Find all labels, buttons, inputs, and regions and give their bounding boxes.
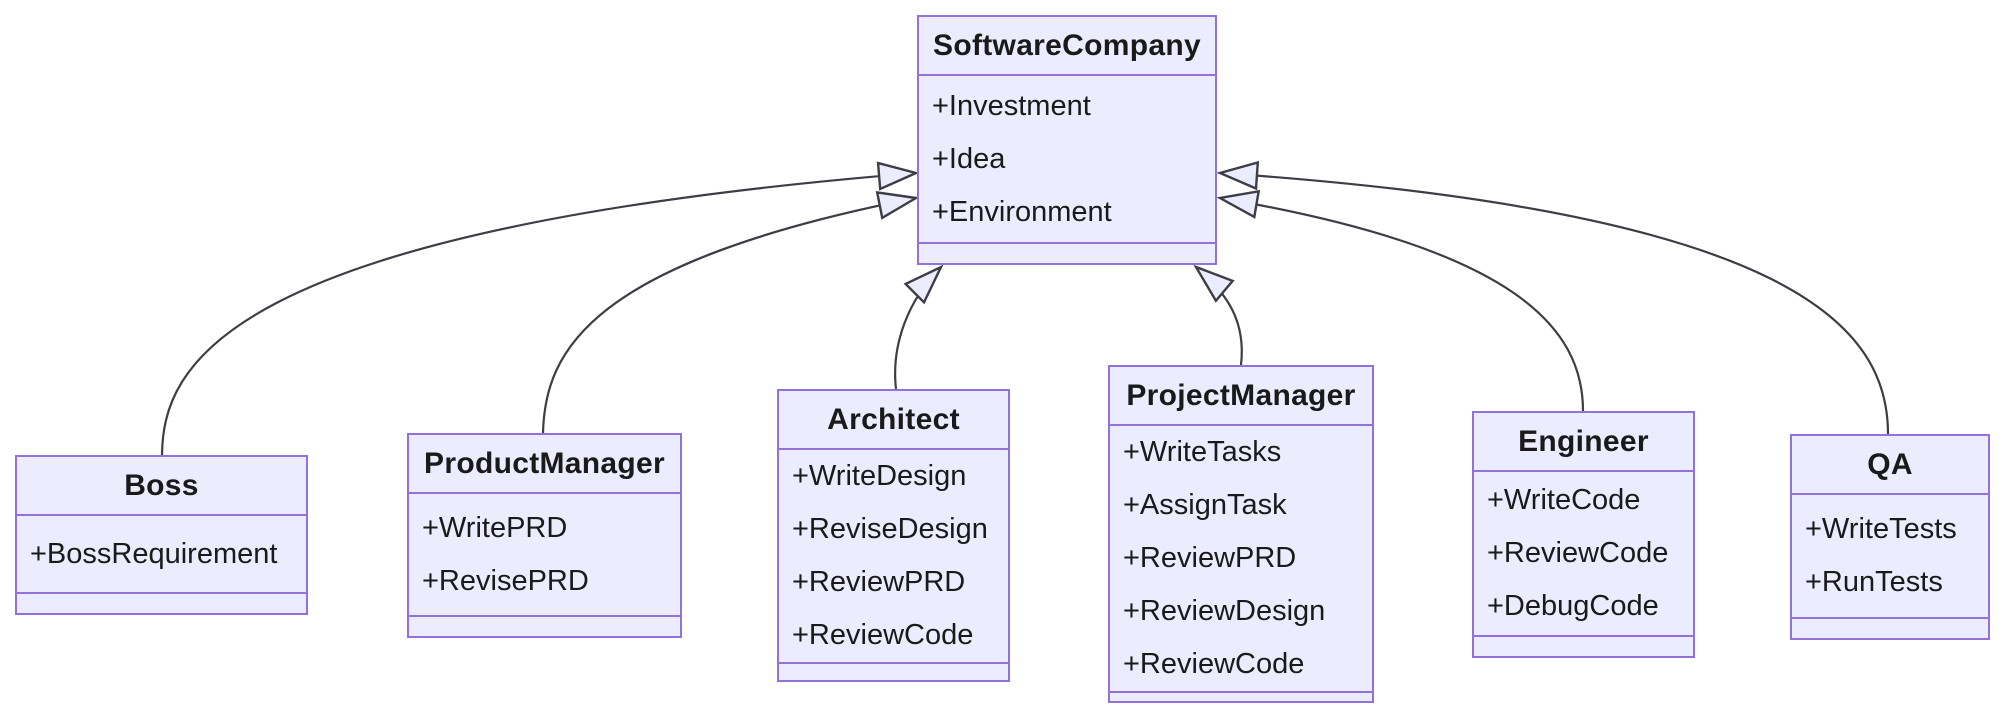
class-member: +RunTests xyxy=(1805,566,1943,598)
class-member: +RevisePRD xyxy=(422,564,589,597)
class-member: +ReviewCode xyxy=(1123,648,1305,680)
class-members: +WriteDesign +ReviseDesign +ReviewPRD +R… xyxy=(779,450,1008,664)
class-members: +WriteCode +ReviewCode +DebugCode xyxy=(1474,472,1693,637)
class-title: ProductManager xyxy=(409,435,680,494)
class-title: Engineer xyxy=(1474,413,1693,472)
class-member: +ReviewCode xyxy=(792,619,974,651)
class-methods-empty xyxy=(17,594,306,613)
class-node-qa: QA +WriteTests +RunTests xyxy=(1790,434,1990,640)
class-member: +Environment xyxy=(932,195,1112,228)
class-members: +Investment +Idea +Environment xyxy=(919,76,1215,244)
class-methods-empty xyxy=(1110,693,1372,712)
class-methods-empty xyxy=(1474,637,1693,656)
class-methods-empty xyxy=(919,244,1215,263)
class-member: +ReviewCode xyxy=(1487,537,1669,569)
class-title: SoftwareCompany xyxy=(919,17,1215,76)
class-node-softwarecompany: SoftwareCompany +Investment +Idea +Envir… xyxy=(917,15,1217,265)
edge-engineer-inherits-softwarecompany xyxy=(1216,189,1585,412)
edge-productmanager-inherits-softwarecompany xyxy=(541,190,920,434)
class-node-boss: Boss +BossRequirement xyxy=(15,455,308,615)
class-member: +WriteTasks xyxy=(1123,436,1282,468)
class-members: +WriteTests +RunTests xyxy=(1792,495,1988,619)
edge-boss-inherits-softwarecompany xyxy=(160,161,920,456)
edge-projectmanager-inherits-softwarecompany xyxy=(1193,264,1243,366)
class-member: +ReviewDesign xyxy=(1123,595,1326,627)
class-node-architect: Architect +WriteDesign +ReviseDesign +Re… xyxy=(777,389,1010,682)
class-member: +WriteDesign xyxy=(792,460,967,492)
edge-architect-inherits-softwarecompany xyxy=(894,264,944,390)
class-members: +BossRequirement xyxy=(17,516,306,594)
class-member: +ReviseDesign xyxy=(792,513,988,545)
class-title: Boss xyxy=(17,457,306,516)
class-member: +Idea xyxy=(932,142,1006,175)
class-methods-empty xyxy=(1792,619,1988,638)
class-member: +DebugCode xyxy=(1487,590,1659,622)
class-members: +WritePRD +RevisePRD xyxy=(409,494,680,617)
class-member: +WriteCode xyxy=(1487,484,1641,516)
class-member: +WriteTests xyxy=(1805,513,1957,545)
class-methods-empty xyxy=(409,617,680,636)
class-methods-empty xyxy=(779,664,1008,683)
class-title: QA xyxy=(1792,436,1988,495)
class-node-engineer: Engineer +WriteCode +ReviewCode +DebugCo… xyxy=(1472,411,1695,658)
edge-qa-inherits-softwarecompany xyxy=(1216,160,1890,435)
class-member: +WritePRD xyxy=(422,511,568,544)
class-node-productmanager: ProductManager +WritePRD +RevisePRD xyxy=(407,433,682,638)
class-members: +WriteTasks +AssignTask +ReviewPRD +Revi… xyxy=(1110,426,1372,693)
class-title: Architect xyxy=(779,391,1008,450)
class-member: +BossRequirement xyxy=(30,537,278,570)
class-member: +Investment xyxy=(932,89,1091,122)
class-member: +ReviewPRD xyxy=(1123,542,1297,574)
class-title: ProjectManager xyxy=(1110,367,1372,426)
class-node-projectmanager: ProjectManager +WriteTasks +AssignTask +… xyxy=(1108,365,1374,703)
class-member: +ReviewPRD xyxy=(792,566,966,598)
class-member: +AssignTask xyxy=(1123,489,1287,521)
